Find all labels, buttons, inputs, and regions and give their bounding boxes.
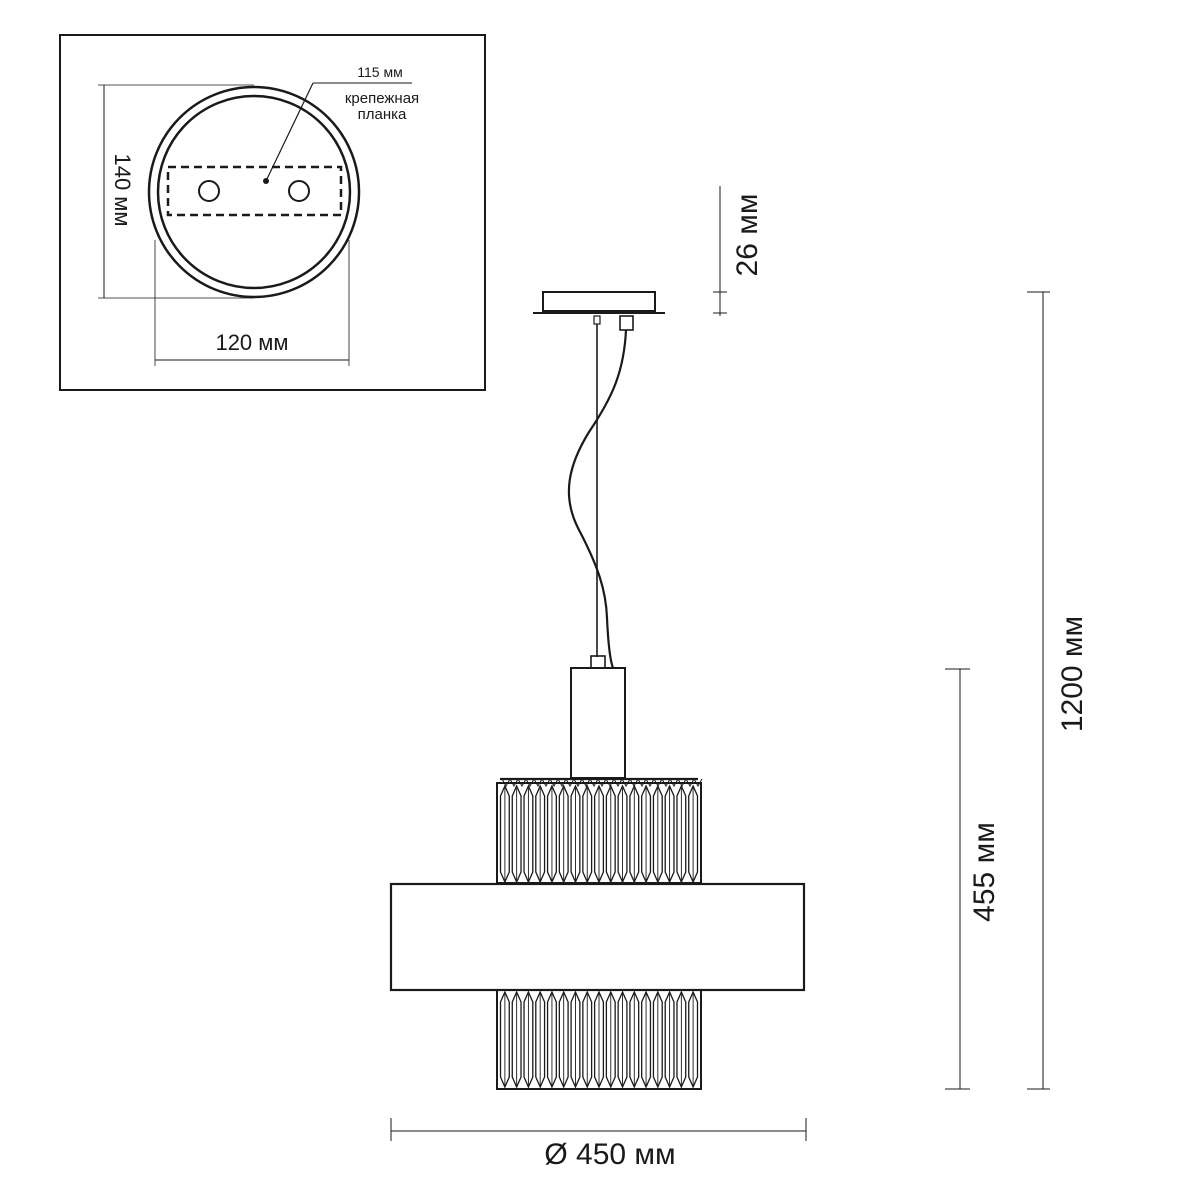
lower-prism: [523, 990, 534, 1089]
upper-prism: [582, 784, 593, 884]
top-tooth: [565, 778, 575, 788]
lower-prism: [593, 990, 605, 1089]
mounting-plate-dashed: [166, 165, 343, 217]
total-height-label: 1200 мм: [1056, 616, 1089, 732]
upper-prism: [688, 784, 699, 884]
upper-prism: [676, 784, 687, 884]
lamp-stem: [570, 667, 626, 779]
top-tooth: [509, 778, 519, 788]
top-tooth: [621, 778, 631, 788]
top-tooth: [685, 778, 695, 788]
top-tooth: [693, 778, 703, 788]
crystal-teeth-top: [501, 778, 703, 788]
top-tooth: [597, 778, 607, 788]
central-shade-drum: [389, 882, 806, 992]
top-tooth: [605, 778, 615, 788]
crystal-prisms-upper: [499, 784, 699, 884]
upper-prism: [652, 784, 663, 884]
lower-prism: [558, 990, 569, 1089]
upper-prism: [570, 784, 581, 884]
top-tooth: [525, 778, 535, 788]
lower-prism: [546, 990, 557, 1089]
top-tooth: [613, 778, 623, 788]
canopy-outer-circle: [147, 85, 361, 299]
inset-mounting-detail: 115 мм крепежная планка 140 мм 120 мм: [59, 34, 486, 391]
inset-frame: [59, 34, 486, 391]
upper-prism: [535, 784, 546, 884]
canopy-inner-circle: [156, 94, 352, 290]
lower-prism: [570, 990, 581, 1089]
top-tooth: [589, 778, 599, 788]
dimension-diameter: Ø 450 мм: [390, 1118, 807, 1171]
plate-length-label: 115 мм: [357, 64, 402, 80]
inset-width-label: 120 мм: [215, 330, 288, 355]
dimension-body-height: 455 мм: [945, 668, 1001, 1090]
top-tooth: [541, 778, 551, 788]
crystal-ring-lower: [496, 989, 702, 1090]
lower-prism: [664, 990, 675, 1089]
diameter-label: Ø 450 мм: [544, 1138, 675, 1171]
top-tooth: [661, 778, 671, 788]
plate-caption-line2: планка: [358, 106, 407, 123]
lower-prism: [688, 990, 699, 1089]
screw-hole-left: [198, 180, 220, 202]
top-tooth: [533, 778, 543, 788]
lower-prism: [499, 990, 510, 1089]
screw-hole-right: [288, 180, 310, 202]
plate-caption-line1: крепежная: [345, 90, 419, 107]
lower-prism: [582, 990, 593, 1089]
dimension-total-height: 1200 мм: [1027, 291, 1089, 1090]
upper-prism: [499, 784, 510, 884]
ceiling-canopy: [542, 291, 656, 312]
dimension-canopy-height: 26 мм: [713, 186, 764, 316]
upper-prism: [558, 784, 569, 884]
inset-height-label: 140 мм: [110, 153, 135, 226]
lower-prism: [535, 990, 546, 1089]
lower-prism: [652, 990, 663, 1089]
upper-prism: [523, 784, 534, 884]
upper-prism: [511, 784, 522, 884]
top-tooth: [669, 778, 679, 788]
upper-prism: [546, 784, 557, 884]
lower-prism: [617, 990, 628, 1089]
upper-prism: [593, 784, 605, 884]
upper-prism: [629, 784, 640, 884]
crystal-prisms-lower: [499, 990, 699, 1089]
top-holder-connector: [590, 655, 606, 669]
top-tooth: [517, 778, 527, 788]
upper-prism: [617, 784, 628, 884]
top-tooth: [637, 778, 647, 788]
cable-connector-top: [619, 315, 634, 331]
lower-prism: [629, 990, 640, 1089]
top-tooth: [645, 778, 655, 788]
suspension-clamp: [593, 315, 601, 325]
pendant-lamp: [389, 291, 806, 1090]
lower-prism: [511, 990, 522, 1089]
top-tooth: [501, 778, 511, 788]
top-tooth: [549, 778, 559, 788]
plate-leader-line: [265, 82, 314, 182]
top-tooth: [557, 778, 567, 788]
lower-prism: [676, 990, 687, 1089]
top-tooth: [581, 778, 591, 788]
lower-prism: [641, 990, 652, 1089]
upper-prism: [641, 784, 652, 884]
canopy-height-label: 26 мм: [731, 194, 764, 277]
upper-prism: [605, 784, 616, 884]
lower-prism: [605, 990, 616, 1089]
upper-prism: [664, 784, 675, 884]
top-tooth: [573, 778, 583, 788]
power-cable: [567, 329, 628, 669]
body-height-label: 455 мм: [968, 822, 1001, 922]
